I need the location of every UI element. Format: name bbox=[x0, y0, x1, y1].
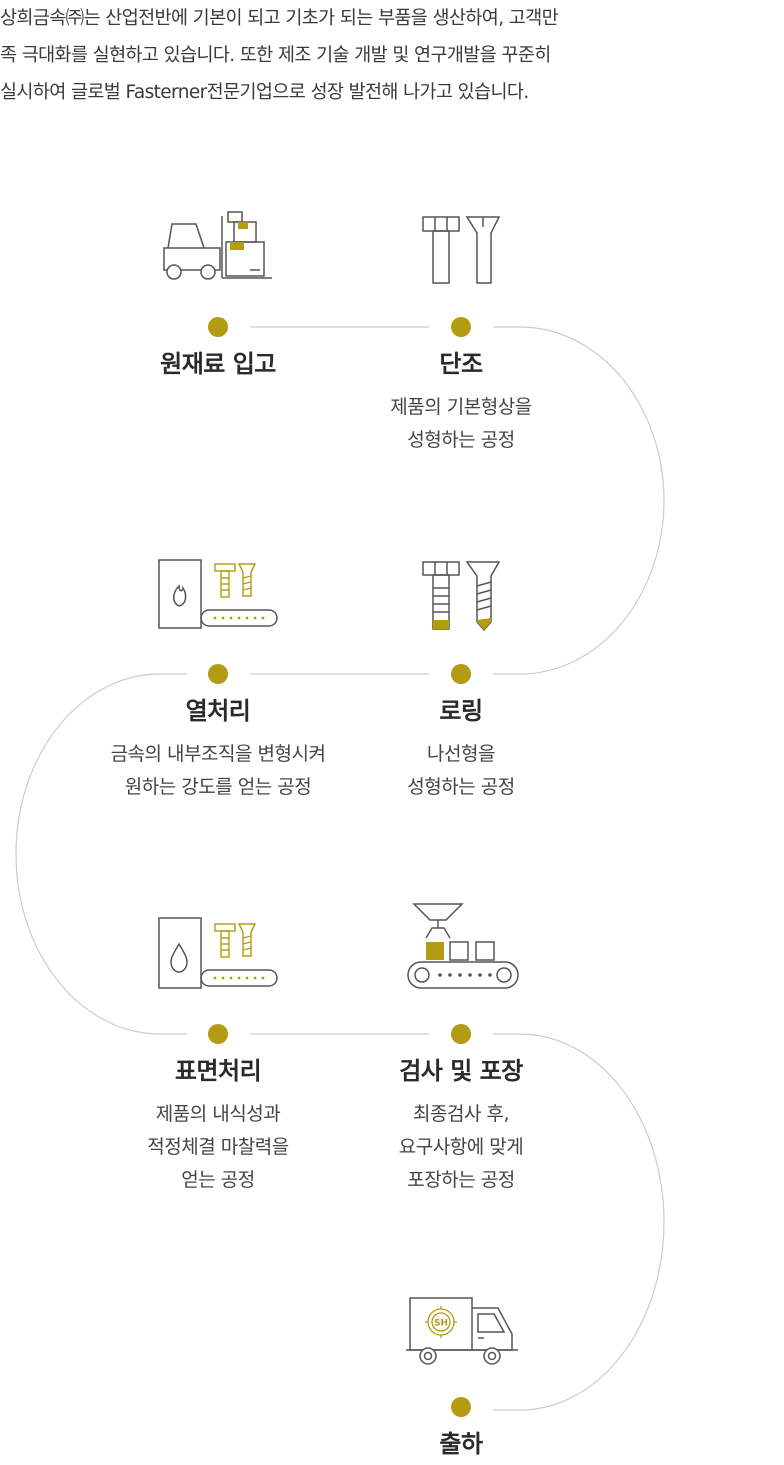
step-inspection-packaging: 검사 및 포장 최종검사 후, 요구사항에 맞게 포장하는 공정 bbox=[331, 1056, 591, 1197]
step-description: 최종검사 후, 요구사항에 맞게 포장하는 공정 bbox=[331, 1098, 591, 1197]
step-marker-dot bbox=[451, 1024, 471, 1044]
step-marker-dot bbox=[208, 317, 228, 337]
step-title: 출하 bbox=[439, 1430, 483, 1458]
inspection-conveyor-icon bbox=[407, 903, 519, 989]
forklift-icon bbox=[163, 211, 272, 280]
step-marker-dot bbox=[208, 664, 228, 684]
step-raw-material-receiving: 원재료 입고 bbox=[88, 349, 348, 379]
step-marker-dot bbox=[208, 1024, 228, 1044]
logo-text: SH bbox=[434, 1319, 448, 1329]
step-forging: 단조 제품의 기본형상을 성형하는 공정 bbox=[331, 349, 591, 457]
connector-curve bbox=[493, 326, 665, 675]
intro-line: 실시하여 글로벌 Fasterner전문기업으로 성장 발전해 나가고 있습니다… bbox=[0, 82, 529, 103]
company-logo-icon bbox=[425, 1306, 457, 1338]
step-marker-dot bbox=[451, 317, 471, 337]
intro-text: 상희금속㈜는 산업전반에 기본이 되고 기초가 되는 부품을 생산하여, 고객만… bbox=[0, 0, 784, 111]
intro-line: 족 극대화를 실현하고 있습니다. 또한 제조 기술 개발 및 연구개발을 꾸준… bbox=[0, 45, 551, 66]
step-title: 표면처리 bbox=[174, 1057, 262, 1085]
step-heat-treatment: 열처리 금속의 내부조직을 변형시켜 원하는 강도를 얻는 공정 bbox=[88, 696, 348, 804]
step-description-line: 성형하는 공정 bbox=[407, 429, 515, 451]
step-description: 제품의 내식성과 적정체결 마찰력을 얻는 공정 bbox=[88, 1098, 348, 1197]
step-marker-dot bbox=[451, 1397, 471, 1417]
delivery-truck-icon: SH bbox=[406, 1297, 518, 1365]
step-rolling: 로링 나선형을 성형하는 공정 bbox=[331, 696, 591, 804]
connector-curve bbox=[15, 673, 187, 1035]
step-shipping: 출하 bbox=[331, 1429, 591, 1459]
step-description-line: 최종검사 후, bbox=[413, 1103, 509, 1125]
step-title: 단조 bbox=[439, 350, 483, 378]
step-description-line: 원하는 강도를 얻는 공정 bbox=[124, 776, 312, 798]
step-title: 열처리 bbox=[185, 697, 251, 725]
furnace-icon bbox=[158, 559, 278, 629]
step-description-line: 제품의 기본형상을 bbox=[390, 396, 532, 418]
step-description-line: 제품의 내식성과 bbox=[155, 1103, 281, 1125]
step-description-line: 요구사항에 맞게 bbox=[398, 1136, 524, 1158]
step-description-line: 성형하는 공정 bbox=[407, 776, 515, 798]
step-marker-dot bbox=[451, 664, 471, 684]
plating-icon bbox=[158, 917, 278, 989]
threaded-bolt-icon bbox=[422, 561, 501, 632]
step-description: 제품의 기본형상을 성형하는 공정 bbox=[331, 391, 591, 457]
step-title: 원재료 입고 bbox=[160, 350, 276, 378]
step-surface-treatment: 표면처리 제품의 내식성과 적정체결 마찰력을 얻는 공정 bbox=[88, 1056, 348, 1197]
bolt-blank-icon bbox=[422, 216, 501, 284]
step-title: 검사 및 포장 bbox=[399, 1057, 523, 1085]
connector-curve bbox=[493, 1033, 665, 1411]
step-description-line: 나선형을 bbox=[427, 743, 495, 765]
step-description-line: 포장하는 공정 bbox=[407, 1169, 515, 1191]
intro-line: 상희금속㈜는 산업전반에 기본이 되고 기초가 되는 부품을 생산하여, 고객만 bbox=[0, 8, 559, 29]
step-description: 금속의 내부조직을 변형시켜 원하는 강도를 얻는 공정 bbox=[88, 738, 348, 804]
step-description-line: 얻는 공정 bbox=[181, 1169, 255, 1191]
step-title: 로링 bbox=[439, 697, 483, 725]
step-description: 나선형을 성형하는 공정 bbox=[331, 738, 591, 804]
step-description-line: 적정체결 마찰력을 bbox=[147, 1136, 289, 1158]
step-description-line: 금속의 내부조직을 변형시켜 bbox=[110, 743, 326, 765]
